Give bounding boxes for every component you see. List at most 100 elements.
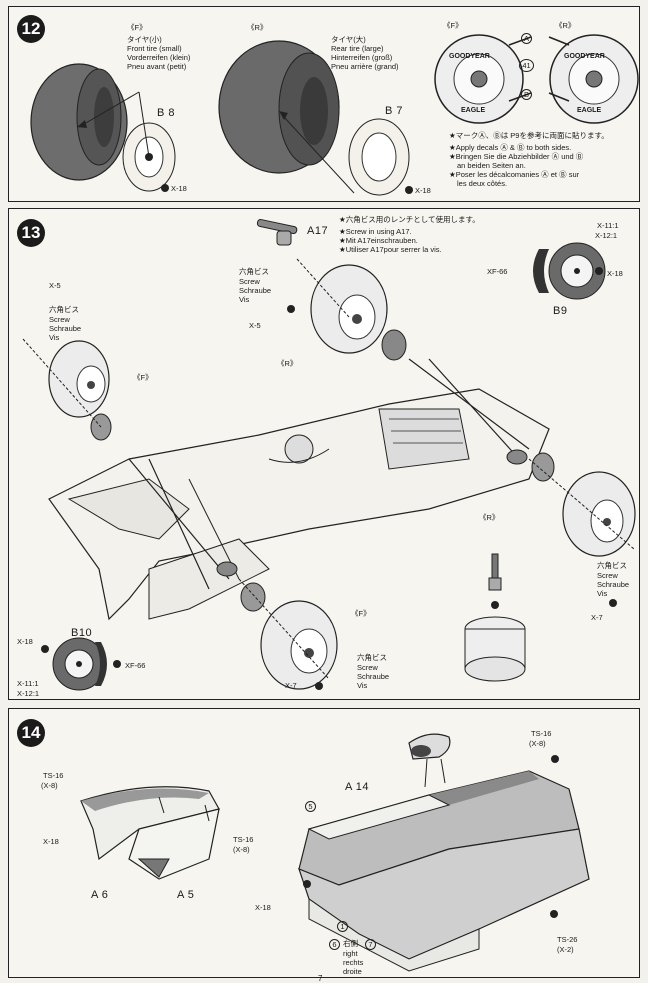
step-12-drawing <box>30 34 639 196</box>
lower-screw-fr: Vis <box>357 681 368 690</box>
brake-disc-bottom-drawing <box>41 637 121 691</box>
rear-tire-drawing <box>218 40 413 196</box>
step-14-panel: 14 TS-16 (X-8) <box>8 708 640 978</box>
pod-right-x8: (X-8) <box>233 845 250 854</box>
front-wheel-part: B 8 <box>157 107 176 119</box>
marker-6: 6 <box>329 939 340 950</box>
body-ts16: TS-16 <box>531 729 552 738</box>
airbox-drawing <box>408 733 451 788</box>
body-x2: (X-2) <box>557 945 574 954</box>
b9-part-label: B9 <box>553 305 568 317</box>
marker-7: 7 <box>365 939 376 950</box>
decal-note-de-1: ★Bringen Sie die Abziehbilder Ⓐ und Ⓑ <box>449 152 584 161</box>
decal-note-en: ★Apply decals Ⓐ & Ⓑ to both sides. <box>449 143 572 152</box>
right-label-jp: 右側 <box>343 939 358 948</box>
tire-model-left: EAGLE <box>461 107 486 114</box>
step-number: 14 <box>17 719 45 747</box>
b10-part-label: B10 <box>71 627 93 639</box>
upper-rear-wheel-drawing <box>287 258 407 361</box>
upper-screw-part: X-5 <box>249 321 261 330</box>
lower-screw-de: Schraube <box>357 672 390 681</box>
decal-note-jp: ★マークⒶ、Ⓑは P9を参考に両面に貼ります。 <box>449 131 609 140</box>
wrench-note-jp: ★六角ビス用のレンチとして使用します。 <box>339 215 480 224</box>
chassis-drawing <box>48 358 550 621</box>
pod-right-ts16: TS-16 <box>233 835 254 844</box>
rear-label-fr: Pneu arrière (grand) <box>331 62 399 71</box>
disc-bottom-x12: X-12:1 <box>17 689 40 698</box>
right-screw-fr: Vis <box>597 589 608 598</box>
wrench-note-en: ★Screw in using A17. <box>339 227 412 236</box>
rear-label-en: Rear tire (large) <box>331 44 384 53</box>
tire-brand-right: GOODYEAR <box>564 53 605 60</box>
step-number: 13 <box>17 219 45 247</box>
pod-left-x8: (X-8) <box>41 781 58 790</box>
right-screw-part: X-7 <box>591 613 603 622</box>
decal-note-de-2: an beiden Seiten an. <box>457 161 526 170</box>
decal-rear-tag: 《R》 <box>555 21 576 30</box>
front-label-jp: タイヤ(小) <box>127 35 162 44</box>
lower-screw-part: X-7 <box>285 681 297 690</box>
front-label-en: Front tire (small) <box>127 44 182 53</box>
tire-brand-left: GOODYEAR <box>449 53 490 60</box>
right-rear-tag: 《R》 <box>479 513 500 522</box>
inset-wheel-drawing <box>464 553 526 682</box>
right-label-en: right <box>343 949 358 958</box>
upper-rear-tag: 《R》 <box>277 359 298 368</box>
rear-label-jp: タイヤ(大) <box>331 35 366 44</box>
decal-tires-drawing <box>434 34 639 124</box>
decal-41-marker: 41 <box>519 59 534 72</box>
wrench-note-fr: ★Utiliser A17pour serrer la vis. <box>339 245 442 254</box>
page-number: 7 <box>318 974 323 983</box>
body-x8: (X-8) <box>529 739 546 748</box>
front-label-fr: Pneu avant (petit) <box>127 62 187 71</box>
rear-wheel-part: B 7 <box>385 105 404 117</box>
a14-part-label: A 14 <box>345 781 370 793</box>
front-screw-label: X-18 <box>171 184 187 193</box>
decal-note-fr-1: ★Poser les décalcomanies Ⓐ et Ⓑ sur <box>449 170 580 179</box>
disc-top-x12: X-12:1 <box>595 231 618 240</box>
pod-left-x18: X-18 <box>43 837 59 846</box>
front-label-de: Vorderreifen (klein) <box>127 53 191 62</box>
left-screw-de: Schraube <box>49 324 82 333</box>
left-screw-en: Screw <box>49 315 70 324</box>
pod-left-ts16: TS-16 <box>43 771 64 780</box>
body-ts26: TS-26 <box>557 935 578 944</box>
upper-screw-fr: Vis <box>239 295 250 304</box>
body-x18: X-18 <box>255 903 271 912</box>
right-screw-en: Screw <box>597 571 618 580</box>
front-tire-drawing <box>30 63 176 192</box>
right-screw-jp: 六角ビス <box>597 561 627 570</box>
decal-b-marker: B <box>521 89 532 100</box>
body-cowl-drawing <box>298 755 590 972</box>
left-screw-part: X-5 <box>49 281 61 290</box>
upper-screw-de: Schraube <box>239 286 272 295</box>
disc-bottom-x18: X-18 <box>17 637 33 646</box>
right-rear-wheel-drawing <box>528 452 636 607</box>
side-pods-drawing <box>80 786 220 880</box>
step-number: 12 <box>17 15 45 43</box>
front-tag: 《F》 <box>127 23 147 32</box>
lower-screw-en: Screw <box>357 663 378 672</box>
decal-a-marker: A <box>521 33 532 44</box>
tire-model-right: EAGLE <box>577 107 602 114</box>
disc-top-x18: X-18 <box>607 269 623 278</box>
right-label-fr: droite <box>343 967 362 976</box>
right-screw-de: Schraube <box>597 580 630 589</box>
left-screw-fr: Vis <box>49 333 60 342</box>
brake-disc-top-drawing <box>533 242 606 300</box>
rear-tag: 《R》 <box>247 23 268 32</box>
upper-screw-jp: 六角ビス <box>239 267 269 276</box>
step-12-panel: 12 <box>8 6 640 202</box>
decal-note-fr-2: les deux côtés. <box>457 179 508 188</box>
rear-screw-label: X-18 <box>415 186 431 195</box>
marker-5: 5 <box>305 801 316 812</box>
step-13-drawing <box>22 218 636 691</box>
disc-bottom-x11: X-11:1 <box>17 679 39 688</box>
left-front-tag: 《F》 <box>133 373 153 382</box>
right-label-de: rechts <box>343 958 364 967</box>
step-14-drawing <box>80 733 590 972</box>
disc-bottom-xf66: XF-66 <box>125 661 146 670</box>
rear-label-de: Hinterreifen (groß) <box>331 53 393 62</box>
a6-part-label: A 6 <box>91 889 109 901</box>
upper-screw-en: Screw <box>239 277 260 286</box>
